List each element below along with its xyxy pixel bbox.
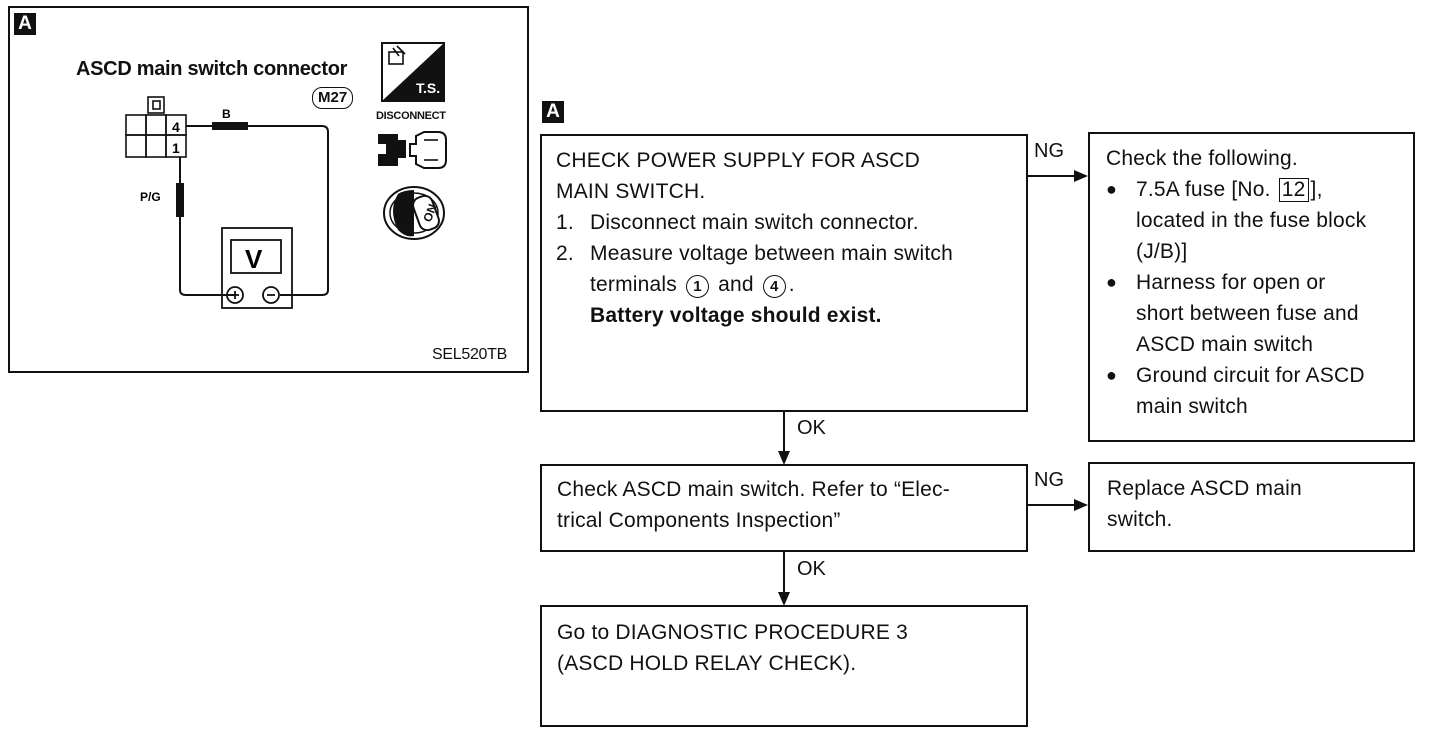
test-symbol-label: T.S. [416, 80, 441, 96]
step1-box [540, 134, 1028, 412]
wire-pg-label: P/G [140, 190, 161, 204]
replace-box [1088, 462, 1415, 552]
replace-line2: switch. [1107, 508, 1173, 531]
bullet-icon: ● [1106, 179, 1118, 199]
wire-b-label: B [222, 107, 231, 121]
check-bullet-3: ● Ground circuit for ASCD main switch [1106, 360, 1406, 422]
step1-content: CHECK POWER SUPPLY FOR ASCD MAIN SWITCH.… [556, 145, 1016, 331]
step1-item2-pre: terminals [590, 273, 677, 296]
check-b2-line2: short between fuse and [1136, 302, 1359, 325]
replace-content: Replace ASCD main switch. [1107, 473, 1407, 535]
step1-item2-end: . [788, 273, 795, 296]
step1-item2-line1: Measure voltage between main switch [590, 242, 954, 265]
step1-item2-line2: terminals 1 and 4. [590, 269, 953, 300]
step2-line1: Check ASCD main switch. Refer to “Elec- [557, 478, 950, 501]
ignition-on-icon [383, 186, 445, 240]
step3-content: Go to DIAGNOSTIC PROCEDURE 3 (ASCD HOLD … [557, 617, 1022, 679]
check-box [1088, 132, 1415, 442]
figure-ref-code: SEL520TB [432, 346, 507, 363]
test-symbol-icon [381, 42, 445, 102]
wire-pg [179, 157, 234, 296]
step1-item2-bold: Battery voltage should exist. [590, 304, 882, 327]
step1-item2: 2. Measure voltage between main switch t… [556, 238, 1016, 331]
step3-line2: (ASCD HOLD RELAY CHECK). [557, 652, 857, 675]
circuit-diagram: 4 1 B P/G V [125, 96, 329, 309]
ok1-label: OK [797, 417, 826, 439]
arrow-ok1-head [778, 451, 790, 465]
connector-latch [147, 96, 165, 114]
disconnect-icon [378, 131, 447, 169]
check-b1-post: ], [1310, 178, 1323, 201]
bullet-icon: ● [1106, 272, 1118, 292]
flow-tag: A [542, 101, 564, 123]
check-b2-line3: ASCD main switch [1136, 333, 1314, 356]
wire-b-sleeve [212, 122, 248, 130]
meter-symbol: V [245, 244, 263, 274]
check-b1-line1: 7.5A fuse [No. 12], [1136, 174, 1366, 205]
check-heading: Check the following. [1106, 147, 1298, 170]
figure-title: ASCD main switch connector [76, 58, 348, 80]
check-b3-line1: Ground circuit for ASCD [1136, 364, 1365, 387]
connector-cell [165, 134, 187, 158]
step2-box [540, 464, 1028, 552]
disconnect-label: DISCONNECT [376, 110, 446, 122]
check-b2-line1: Harness for open or [1136, 271, 1326, 294]
arrow-ng2-head [1074, 499, 1088, 511]
step1-item1-text: Disconnect main switch connector. [590, 211, 919, 234]
figure-tag: A [14, 13, 36, 35]
step1-heading-line1: CHECK POWER SUPPLY FOR ASCD [556, 149, 921, 172]
step1-item2-mid: and [718, 273, 754, 296]
voltmeter [221, 227, 293, 309]
ok2-label: OK [797, 558, 826, 580]
check-b3-line2: main switch [1136, 395, 1248, 418]
check-bullet-2: ● Harness for open or short between fuse… [1106, 267, 1406, 360]
wire-b [186, 125, 329, 296]
step1-item1: 1. Disconnect main switch connector. [556, 207, 1016, 238]
check-b1-line2: located in the fuse block [1136, 209, 1367, 232]
step1-item2-num: 2. [556, 242, 574, 265]
ng2-label: NG [1034, 469, 1064, 491]
step2-line2: trical Components Inspection” [557, 509, 841, 532]
wire-pg-sleeve [176, 183, 184, 217]
replace-line1: Replace ASCD main [1107, 477, 1302, 500]
step1-heading-line2: MAIN SWITCH. [556, 180, 706, 203]
terminal-1-badge: 1 [686, 275, 710, 298]
fuse-number-badge: 12 [1278, 178, 1309, 202]
arrow-ng1-head [1074, 170, 1088, 182]
step3-line1: Go to DIAGNOSTIC PROCEDURE 3 [557, 621, 909, 644]
bullet-icon: ● [1106, 365, 1118, 385]
ng1-label: NG [1034, 140, 1064, 162]
step2-content: Check ASCD main switch. Refer to “Elec- … [557, 474, 1022, 536]
connector-id-badge: M27 [312, 87, 354, 109]
terminal-4-badge: 4 [762, 275, 786, 298]
check-bullet-1: ● 7.5A fuse [No. 12], located in the fus… [1106, 174, 1406, 267]
check-box-content: Check the following. ● 7.5A fuse [No. 12… [1106, 143, 1406, 422]
step1-item1-num: 1. [556, 211, 574, 234]
terminal-1-label: 1 [172, 140, 180, 156]
connector-block [125, 96, 187, 158]
step3-box [540, 605, 1028, 727]
arrow-ok2-head [778, 592, 790, 606]
terminal-4-label: 4 [172, 119, 180, 135]
check-b1-line3: (J/B)] [1136, 240, 1188, 263]
check-b1-pre: 7.5A fuse [No. [1136, 178, 1271, 201]
